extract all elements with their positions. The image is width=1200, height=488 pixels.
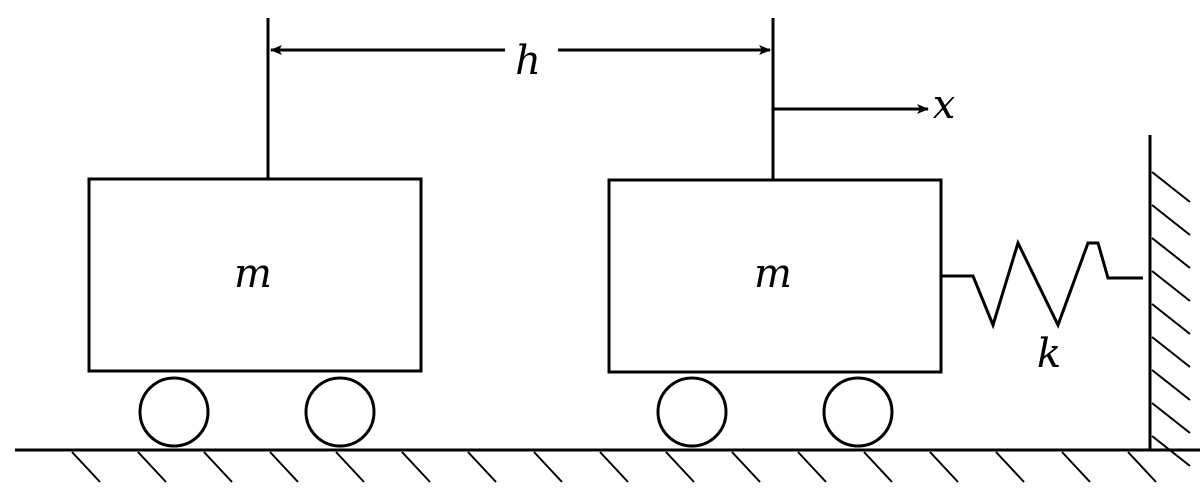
- wall-hatch-line: [1151, 435, 1191, 467]
- wall-hatch-line: [1151, 237, 1191, 269]
- ground-hatch-line: [731, 451, 761, 483]
- wheel-right-2: [822, 376, 894, 448]
- cart-right: m: [607, 178, 943, 448]
- ground-hatch-line: [863, 451, 893, 483]
- ground-hatch-line: [929, 451, 959, 483]
- wall-hatch-line: [1151, 171, 1191, 203]
- wheel-left-2: [304, 376, 376, 448]
- ground-hatch-line: [665, 451, 695, 483]
- ground-hatch-line: [269, 451, 299, 483]
- wall-hatch-line: [1151, 303, 1191, 335]
- ground-hatch-line: [533, 451, 563, 483]
- wall: [1148, 135, 1191, 467]
- ground-hatch-line: [1061, 451, 1091, 483]
- wheel-right-1: [656, 376, 728, 448]
- ground-hatch-line: [203, 451, 233, 483]
- ground: [15, 448, 1200, 483]
- wall-hatch-line: [1151, 336, 1191, 368]
- spring: k: [941, 238, 1143, 377]
- ground-hatch-line: [335, 451, 365, 483]
- spring-constant-label: k: [1037, 331, 1061, 377]
- separation-dimension: h: [270, 38, 771, 84]
- mass-label-left: m: [234, 251, 272, 297]
- wall-hatching: [1151, 171, 1191, 467]
- ground-hatching: [71, 451, 1157, 483]
- spring-coil: [941, 238, 1143, 330]
- ground-hatch-line: [1127, 451, 1157, 483]
- mass-label-right: m: [754, 251, 792, 297]
- ground-hatch-line: [71, 451, 101, 483]
- wheel-left-1: [138, 376, 210, 448]
- ground-hatch-line: [137, 451, 167, 483]
- ground-hatch-line: [797, 451, 827, 483]
- wall-hatch-line: [1151, 270, 1191, 302]
- displacement-label: x: [933, 82, 956, 128]
- wall-hatch-line: [1151, 369, 1191, 401]
- separation-label: h: [515, 38, 541, 84]
- ground-hatch-line: [995, 451, 1025, 483]
- ground-hatch-line: [599, 451, 629, 483]
- cart-left: m: [87, 177, 423, 448]
- mass-block-right: [607, 178, 943, 374]
- wall-hatch-line: [1151, 402, 1191, 434]
- ground-hatch-line: [401, 451, 431, 483]
- wall-hatch-line: [1151, 204, 1191, 236]
- displacement-indicator: x: [773, 82, 955, 128]
- mass-block-left: [87, 177, 423, 373]
- ground-hatch-line: [467, 451, 497, 483]
